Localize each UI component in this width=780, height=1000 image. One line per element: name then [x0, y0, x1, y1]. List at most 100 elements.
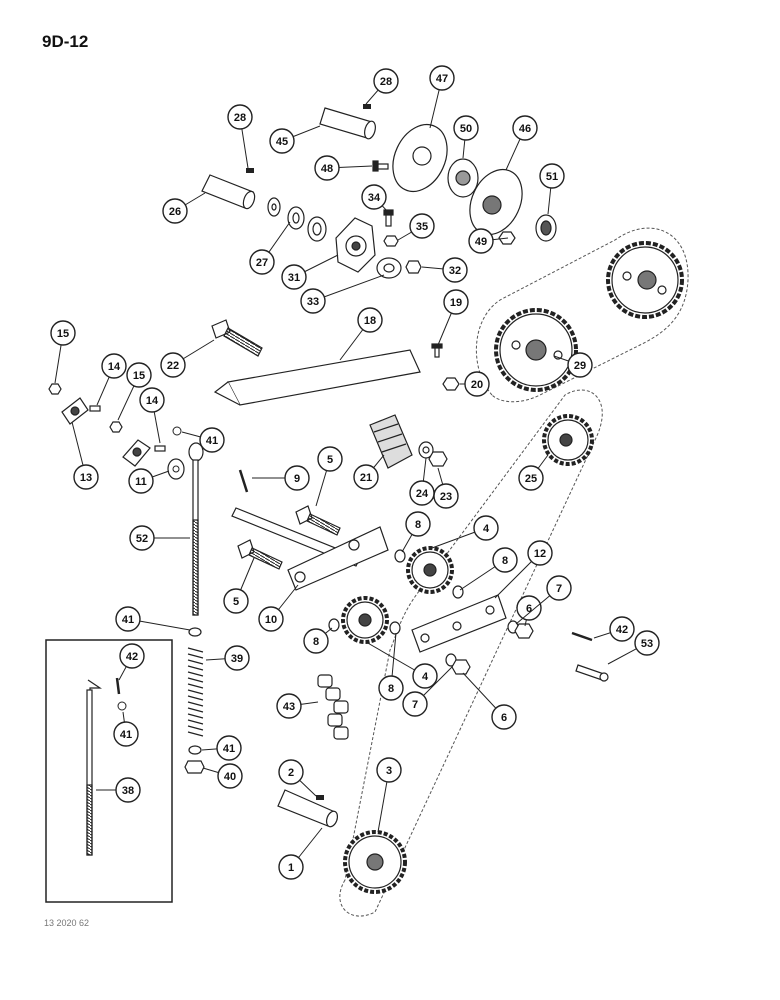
callout-8: 8	[459, 547, 518, 591]
callout-number: 9	[294, 473, 300, 485]
sprocket-25	[542, 414, 594, 466]
key-28-upper	[363, 104, 371, 109]
callout-29: 29	[553, 352, 593, 378]
callout-number: 19	[450, 297, 462, 309]
callout-bubble	[278, 854, 304, 880]
callout-number: 20	[471, 379, 483, 391]
bolt-5-lower	[237, 539, 283, 570]
callout-number: 35	[416, 221, 428, 233]
callout-bubble	[284, 465, 310, 491]
callout-number: 6	[501, 712, 507, 724]
callout-number: 38	[122, 785, 134, 797]
callout-number: 8	[502, 555, 508, 567]
callout-number: 53	[641, 638, 653, 650]
idler-sprocket-4-upper	[406, 546, 454, 594]
callout-bubble	[199, 427, 225, 453]
callout-39: 39	[205, 645, 250, 671]
callout-number: 42	[126, 651, 138, 663]
nut-23	[428, 451, 448, 467]
callout-31: 31	[281, 254, 339, 290]
bolt-14-a	[89, 405, 101, 412]
callout-bubble	[249, 249, 275, 275]
callout-number: 3	[386, 765, 392, 777]
callout-bubble	[223, 588, 249, 614]
callout-8: 8	[303, 627, 333, 654]
callout-bubble	[317, 446, 343, 472]
bolt-34	[383, 209, 394, 227]
callout-26: 26	[162, 192, 206, 224]
callout-bubble	[217, 763, 243, 789]
callout-7: 7	[515, 575, 572, 625]
bushing-33	[376, 257, 402, 279]
callout-number: 34	[368, 192, 381, 204]
callout-bubble	[412, 663, 438, 689]
callout-41: 41	[181, 427, 225, 453]
bolt-5-upper	[295, 505, 341, 536]
callout-18: 18	[339, 307, 383, 361]
callout-bubble	[468, 228, 494, 254]
callout-bubble	[491, 704, 517, 730]
shaft-1	[277, 789, 339, 828]
idler-sprocket-4-lower	[341, 596, 389, 644]
nut-20	[442, 377, 460, 391]
nut-6-lower	[451, 659, 471, 675]
callout-bubble	[314, 155, 340, 181]
callout-number: 7	[412, 699, 418, 711]
callout-bubble	[113, 721, 139, 747]
shaft-26	[201, 174, 256, 210]
callout-bubble	[281, 264, 307, 290]
callout-bubble	[402, 691, 428, 717]
callout-15: 15	[117, 362, 152, 421]
callout-28: 28	[227, 104, 253, 169]
washer-24	[418, 441, 434, 459]
drive-sprocket-3	[343, 830, 407, 894]
callout-number: 28	[380, 76, 392, 88]
callout-38: 38	[96, 777, 141, 803]
callout-number: 10	[265, 614, 277, 626]
callout-6: 6	[516, 595, 542, 627]
callout-bubble	[512, 115, 538, 141]
plate-12	[411, 594, 507, 653]
callout-number: 6	[526, 603, 532, 615]
callout-number: 8	[313, 636, 319, 648]
callout-number: 11	[135, 476, 147, 488]
figure-code: 13 2020 62	[44, 918, 90, 928]
callout-52: 52	[129, 525, 190, 551]
callout-1: 1	[278, 827, 323, 880]
callout-bubble	[119, 643, 145, 669]
callout-bubble	[139, 387, 165, 413]
callout-bubble	[50, 320, 76, 346]
callout-bubble	[353, 464, 379, 490]
callout-bubble	[303, 628, 329, 654]
callout-15: 15	[50, 320, 76, 384]
sprocket-29-right	[606, 241, 684, 319]
callout-number: 31	[288, 272, 300, 284]
callout-bubble	[409, 213, 435, 239]
callout-41: 41	[113, 711, 139, 747]
nut-6-upper	[514, 623, 534, 639]
callout-bubble	[227, 104, 253, 130]
nut-40	[184, 760, 205, 774]
callout-bubble	[258, 606, 284, 632]
callout-bubble	[567, 352, 593, 378]
callout-number: 23	[440, 491, 452, 503]
callout-bubble	[357, 307, 383, 333]
callout-number: 41	[120, 729, 132, 741]
callout-number: 45	[276, 136, 288, 148]
callout-bubble	[300, 288, 326, 314]
callout-2: 2	[278, 759, 317, 797]
callout-number: 4	[422, 671, 429, 683]
callout-bubble	[518, 465, 544, 491]
bolt-22	[211, 319, 263, 357]
callout-bubble	[516, 595, 542, 621]
callout-number: 26	[169, 206, 181, 218]
callout-number: 29	[574, 360, 586, 372]
washer-8-b	[452, 585, 464, 599]
callout-bubble	[492, 547, 518, 573]
callout-3: 3	[376, 757, 402, 833]
callout-22: 22	[160, 339, 215, 378]
callout-bubble	[115, 777, 141, 803]
plate-18	[213, 349, 421, 406]
